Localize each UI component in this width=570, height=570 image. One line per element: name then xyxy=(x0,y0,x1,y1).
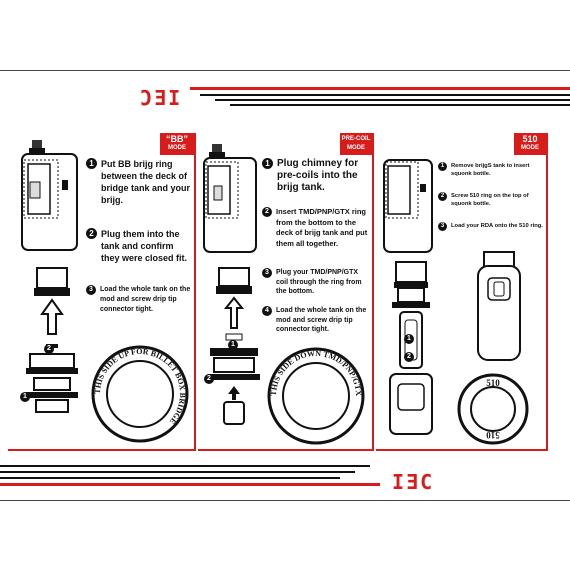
top-black-stripe-1 xyxy=(200,94,570,96)
pre-coil-step-4: 4 Load the whole tank on the mod and scr… xyxy=(262,306,372,335)
bottom-logo: IƎC xyxy=(392,470,435,494)
pre-coil-callout-1: 1 xyxy=(228,340,238,350)
pre-coil-mod-illustration xyxy=(203,144,257,253)
bb-step-3: 3 Load the whole tank on the mod and scr… xyxy=(86,285,192,315)
510-step-2-number: 2 xyxy=(438,192,447,201)
bb-step-2: 2 Plug them into the tank and confirm th… xyxy=(86,228,192,264)
badge-pre-coil-mode: PRE-COIL MODE xyxy=(340,133,372,155)
panel-bb-bottom-border xyxy=(8,449,196,451)
bottom-black-stripe-3 xyxy=(0,477,340,479)
pre-coil-step-1: 1 Plug chimney for pre-coils into the br… xyxy=(262,158,372,194)
510-step-1: 1 Remove brijgS tank to insert squonk bo… xyxy=(438,162,546,178)
bottom-black-stripe-2 xyxy=(0,471,355,473)
510-mod-illustration xyxy=(383,159,433,253)
panel-510-bottom-border xyxy=(376,449,548,451)
bb-step-2-number: 2 xyxy=(86,228,97,239)
top-logo: ϽƎI xyxy=(140,86,183,110)
bb-step-1: 1 Put BB brijg ring between the deck of … xyxy=(86,158,192,206)
510-step-2: 2 Screw 510 ring on the top of squonk bo… xyxy=(438,192,546,208)
badge-bb-mode-label: MODE xyxy=(168,145,186,151)
badge-pre-coil-label: PRE-COIL xyxy=(341,136,371,142)
510-step-1-text: Remove brijgS tank to insert squonk bott… xyxy=(451,163,530,177)
510-callout-1: 1 xyxy=(404,334,414,344)
pre-coil-step-2-text: Insert TMD/PNP/GTX ring from the bottom … xyxy=(276,207,368,248)
pre-coil-step-2: 2 Insert TMD/PNP/GTX ring from the botto… xyxy=(262,207,372,249)
panel-pre-coil-mode xyxy=(198,133,374,449)
510-callout-2: 2 xyxy=(404,352,414,362)
pre-coil-step-4-text: Load the whole tank on the mod and screw… xyxy=(276,307,367,333)
510-step-3-text: Load your RDA onto the 510 ring. xyxy=(451,223,543,229)
panel-510-mode xyxy=(376,133,548,449)
badge-bb-mode: “BB” MODE xyxy=(160,133,194,155)
badge-510-mode-label: MODE xyxy=(521,145,539,151)
top-red-stripe xyxy=(190,87,570,90)
pre-coil-ring-illustration: THIS SIDE DOWN TMD/PNP/GTX xyxy=(267,347,365,445)
badge-510-mode: 510 MODE xyxy=(514,133,546,155)
bb-step-2-text: Plug them into the tank and confirm they… xyxy=(101,229,188,263)
bb-tank-exploded-illustration xyxy=(26,267,78,413)
510-ring-text-bottom: 510 xyxy=(486,430,500,440)
bottom-stripe xyxy=(0,500,570,501)
510-ring-illustration: 510 510 xyxy=(457,373,529,445)
pre-coil-step-3: 3 Plug your TMD/PNP/GTX coil through the… xyxy=(262,268,372,297)
top-stripe xyxy=(0,70,570,71)
510-device-illustration xyxy=(477,251,521,361)
bb-callout-2: 2 xyxy=(44,344,54,354)
510-step-1-number: 1 xyxy=(438,162,447,171)
badge-510-label: 510 xyxy=(522,134,538,144)
bb-step-3-text: Load the whole tank on the mod and screw… xyxy=(100,286,191,313)
panel-pre-coil-bottom-border xyxy=(198,449,374,451)
pre-coil-step-1-number: 1 xyxy=(262,158,273,169)
bottom-black-stripe-1 xyxy=(0,465,370,467)
bb-callout-1: 1 xyxy=(20,392,30,402)
bb-step-3-number: 3 xyxy=(86,285,96,295)
pre-coil-callout-2: 2 xyxy=(204,374,214,384)
bottom-red-stripe xyxy=(0,483,380,486)
badge-bb-label: “BB” xyxy=(166,134,188,144)
panel-bb-mode xyxy=(8,133,196,449)
bb-mod-illustration xyxy=(21,140,78,251)
510-step-2-text: Screw 510 ring on the top of squonk bott… xyxy=(451,193,529,207)
top-black-stripe-3 xyxy=(230,104,570,106)
pre-coil-step-2-number: 2 xyxy=(262,207,272,217)
bb-step-1-text: Put BB brijg ring between the deck of br… xyxy=(101,159,191,205)
pre-coil-step-3-text: Plug your TMD/PNP/GTX coil through the r… xyxy=(276,269,362,295)
badge-pre-coil-mode-label: MODE xyxy=(347,145,365,151)
510-step-3-number: 3 xyxy=(438,222,447,231)
bb-step-1-number: 1 xyxy=(86,158,97,169)
pre-coil-tank-exploded-illustration xyxy=(208,267,260,425)
510-ring-text-top: 510 xyxy=(486,378,500,388)
510-step-3: 3 Load your RDA onto the 510 ring. xyxy=(438,222,546,231)
top-black-stripe-2 xyxy=(215,99,570,101)
pre-coil-step-1-text: Plug chimney for pre-coils into the brij… xyxy=(277,158,359,193)
pre-coil-step-4-number: 4 xyxy=(262,306,272,316)
pre-coil-step-3-number: 3 xyxy=(262,268,272,278)
bb-ring-illustration: THIS SIDE UP FOR BILLET BOX BRIDGE xyxy=(91,345,189,443)
